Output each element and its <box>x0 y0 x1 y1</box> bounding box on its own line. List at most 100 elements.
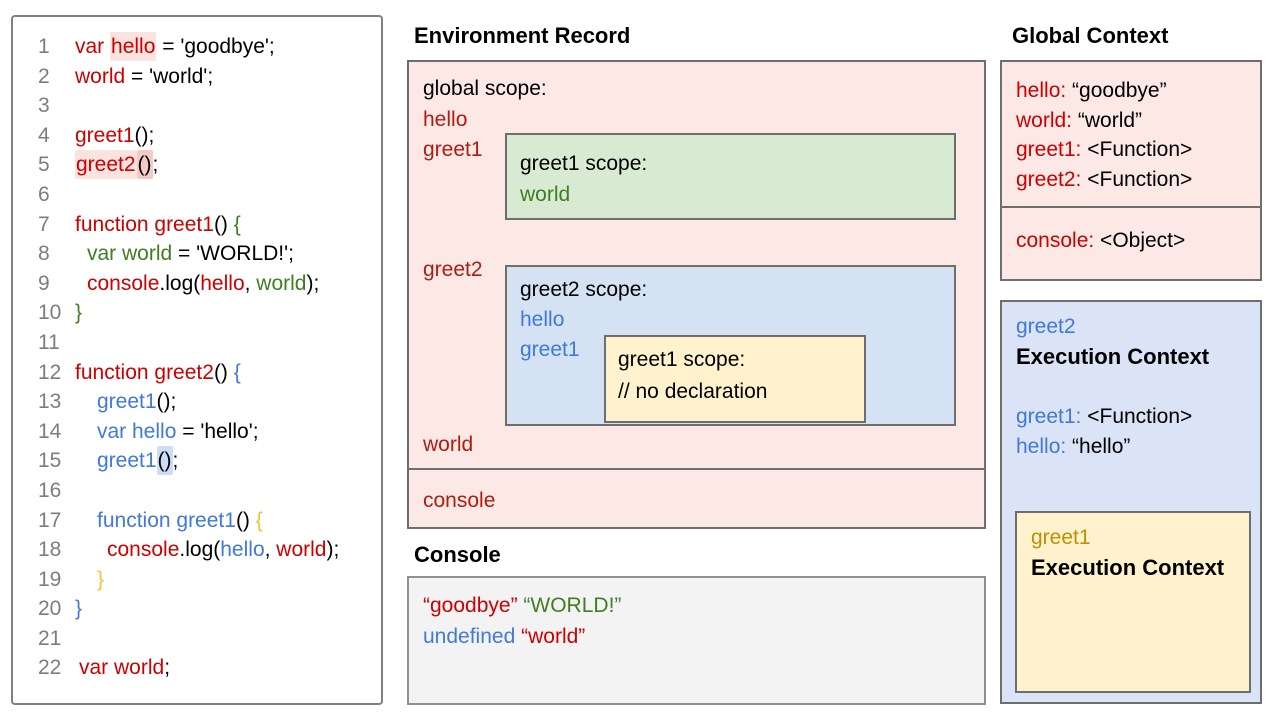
text-segment: var world <box>79 656 165 680</box>
text-line: console: <Object> <box>1016 226 1185 256</box>
text-segment: function greet2 <box>75 360 214 384</box>
text-segment: world <box>75 64 126 88</box>
text-segment: “hello” <box>1066 434 1131 458</box>
text-segment: ); <box>326 538 340 562</box>
global-context-console-entry: console: <Object> <box>1016 226 1185 256</box>
code-line: 9 console.log(hello, world); <box>38 269 375 299</box>
text-segment: console <box>87 271 160 295</box>
text-line: greet1: <Function> <box>1016 135 1192 165</box>
line-number: 5 <box>38 153 50 177</box>
inner-greet1-scope-box: greet1 scope: // no declaration <box>604 335 866 423</box>
text-segment: .log( <box>159 271 201 295</box>
line-number: 19 <box>38 567 62 591</box>
line-number: 18 <box>38 538 62 562</box>
inner-greet1-scope-label: greet1 scope: <box>618 348 746 371</box>
text-segment: “goodbye” <box>423 594 518 617</box>
code-line: 10} <box>38 298 375 328</box>
text-segment: world <box>256 271 307 295</box>
text-segment: greet1 <box>97 449 157 473</box>
code-text: greet1(); <box>75 446 178 476</box>
code-line: 6 <box>38 180 375 210</box>
text-segment: () <box>213 360 234 384</box>
global-context-divider <box>1000 206 1262 208</box>
environment-record-title: Environment Record <box>414 23 631 48</box>
greet1-scope-label: greet1 scope: <box>520 152 648 175</box>
text-segment: var world <box>87 242 173 266</box>
line-number: 15 <box>38 449 62 473</box>
code-line: 19} <box>38 565 375 595</box>
text-segment: ); <box>306 271 320 295</box>
global-scope-label: global scope: <box>423 77 547 100</box>
code-text: function greet2() { <box>75 358 241 388</box>
text-segment: () <box>156 446 173 476</box>
greet1-context-name: greet1 <box>1031 526 1091 549</box>
code-text: function greet1() { <box>75 506 263 536</box>
line-number: 8 <box>38 242 50 266</box>
code-text: } <box>75 594 82 624</box>
code-line: 16 <box>38 476 375 506</box>
text-segment: <Function> <box>1081 138 1193 161</box>
global-var-greet2: greet2 <box>423 258 483 281</box>
text-line: greet1: <Function> <box>1016 402 1192 432</box>
code-text: function greet1() { <box>75 210 241 240</box>
text-segment: (); <box>156 390 177 414</box>
text-segment: <Function> <box>1081 167 1193 191</box>
line-number: 3 <box>38 94 50 118</box>
text-segment: { <box>233 360 241 384</box>
text-line: greet2: <Function> <box>1016 165 1192 195</box>
global-var-greet1: greet1 <box>423 138 483 161</box>
text-segment: hello <box>110 32 157 61</box>
code-line: 11 <box>38 328 375 358</box>
text-segment: { <box>233 212 241 236</box>
greet2-context-name: greet2 <box>1016 315 1076 338</box>
greet2-scope-var-hello: hello <box>520 308 565 331</box>
text-segment: () <box>235 508 256 532</box>
text-segment: greet2: <box>1016 167 1082 191</box>
code-line: 12 function greet2() { <box>38 358 375 388</box>
text-segment: , <box>244 271 257 295</box>
line-number: 4 <box>38 123 50 147</box>
text-segment: ; <box>152 153 159 177</box>
global-var-console: console <box>423 489 496 512</box>
text-segment: .log( <box>179 538 221 562</box>
greet2-scope-box: greet2 scope: hello greet1 greet1 scope:… <box>505 265 956 426</box>
code-text: console.log(hello, world); <box>75 269 319 299</box>
line-number: 16 <box>38 478 62 502</box>
text-segment: ; <box>172 449 179 473</box>
line-number: 1 <box>38 35 50 58</box>
text-segment: <Object> <box>1094 229 1186 252</box>
text-segment: undefined <box>423 625 516 648</box>
greet2-context-entries: greet1: <Function>hello: “hello” <box>1016 402 1192 461</box>
text-segment: , <box>264 538 277 562</box>
line-number: 11 <box>38 330 60 354</box>
text-segment: hello <box>200 271 245 295</box>
line-number: 12 <box>38 360 62 384</box>
text-segment: greet2 <box>75 150 137 180</box>
text-segment: function greet1 <box>75 212 214 236</box>
line-number: 9 <box>38 271 50 295</box>
text-segment: console <box>107 538 180 562</box>
code-text: greet1(); <box>75 387 176 417</box>
global-console-strip: console <box>407 468 986 529</box>
greet1-scope-box: greet1 scope: world <box>505 133 956 220</box>
line-number: 6 <box>38 182 50 206</box>
greet2-execution-context-box: greet2 Execution Context greet1: <Functi… <box>1000 300 1262 704</box>
text-segment: world: <box>1016 108 1073 132</box>
text-segment: { <box>255 508 263 532</box>
text-segment: “goodbye” <box>1066 79 1167 102</box>
text-segment: hello: <box>1016 434 1067 458</box>
global-scope-box: global scope: hello greet1 greet1 scope:… <box>407 60 986 470</box>
code-text: } <box>75 298 82 328</box>
code-line: 3 <box>38 91 375 121</box>
text-line: “goodbye” “WORLD!” <box>423 590 970 621</box>
global-context-box: hello: “goodbye”world: “world”greet1: <F… <box>1000 60 1262 281</box>
text-segment: “world” <box>521 625 586 648</box>
line-number: 2 <box>38 64 50 88</box>
